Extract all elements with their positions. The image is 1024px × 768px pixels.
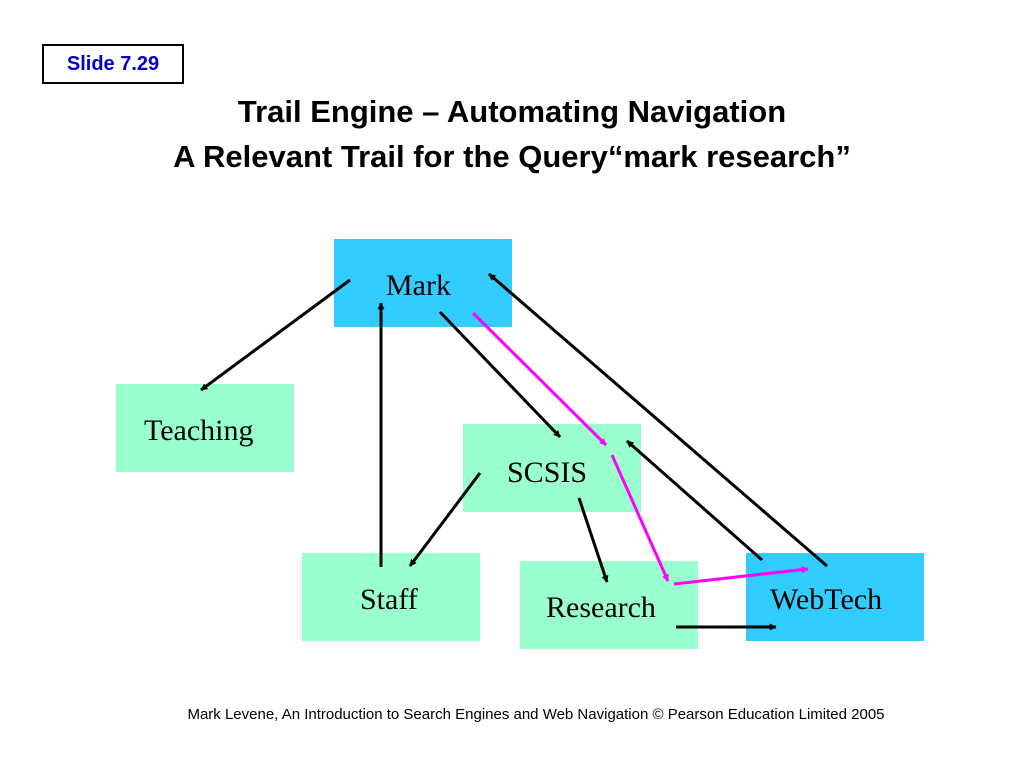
link-mark-to-scsis [438,310,562,439]
node-staff: Staff [302,553,480,641]
node-webtech-label: WebTech [770,583,883,616]
slide-title: Trail Engine – Automating Navigation [237,94,787,129]
trail-scsis-to-research [610,454,670,582]
slide-subtitle: A Relevant Trail for the Query“mark rese… [173,139,851,174]
node-teaching: Teaching [116,384,294,472]
node-mark-label: Mark [386,269,451,302]
node-mark: Mark [334,239,512,327]
link-webtech-to-mark [488,272,828,568]
trail-mark-to-scsis [471,311,608,447]
link-scsis-to-research [577,497,609,583]
node-research: Research [520,561,698,649]
footer-credit: Mark Levene, An Introduction to Search E… [187,706,885,723]
link-mark-to-teaching [200,278,351,392]
node-scsis: SCSIS [463,424,641,512]
node-staff-label: Staff [360,583,418,616]
node-research-label: Research [546,591,656,624]
node-scsis-label: SCSIS [507,456,588,489]
slide-number-label: Slide 7.29 [42,44,184,84]
node-teaching-label: Teaching [144,414,254,447]
link-scsis-to-staff [408,472,482,567]
link-webtech-to-scsis [626,439,763,562]
trail-research-to-webtech [673,566,809,586]
